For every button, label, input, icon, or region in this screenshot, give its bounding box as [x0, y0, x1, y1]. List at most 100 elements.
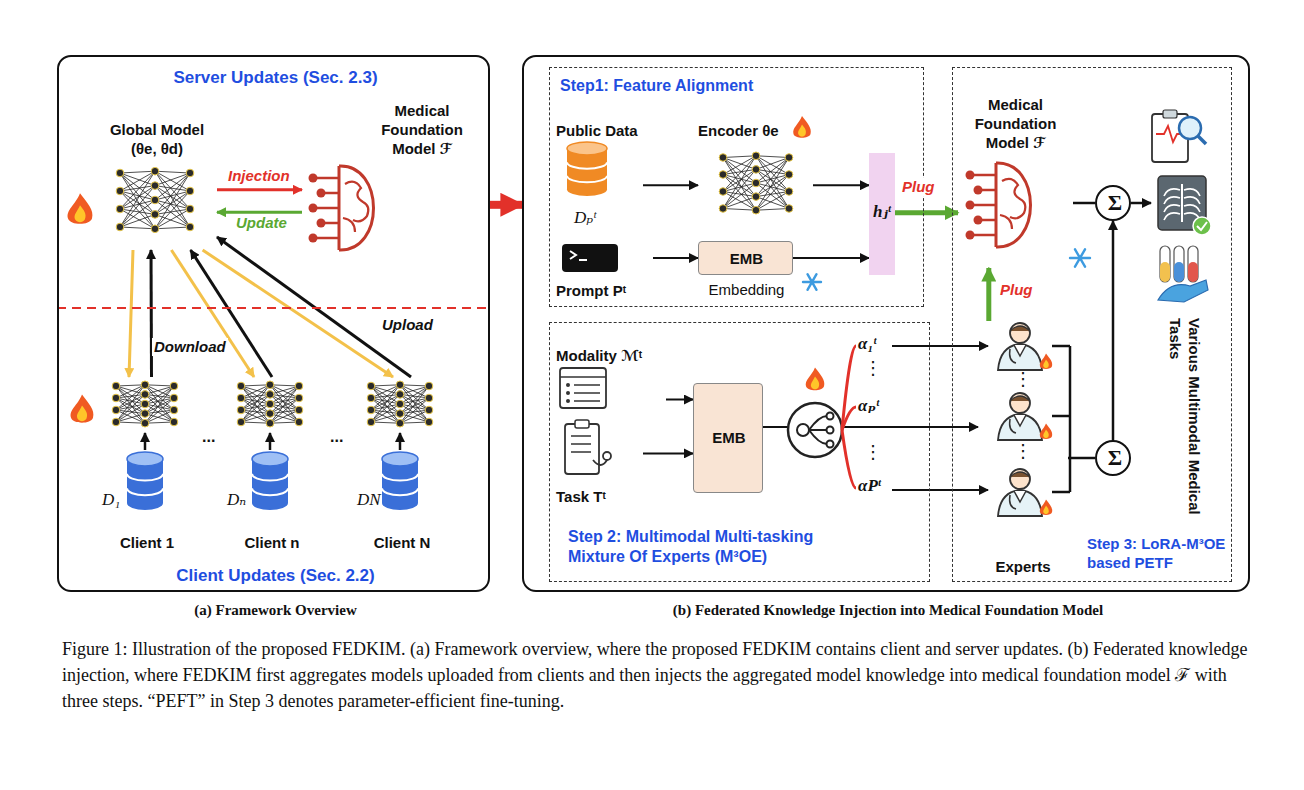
lab-tubes-icon [1158, 246, 1208, 302]
icon-part [567, 176, 607, 182]
icon-part [974, 186, 983, 195]
icon-part [237, 418, 245, 426]
icon-part [565, 424, 599, 474]
icon-part [593, 460, 607, 465]
icon-part [400, 386, 429, 414]
icon-part [808, 274, 817, 290]
icon-part [396, 381, 404, 389]
network-icon [719, 152, 793, 214]
icon-part [811, 376, 819, 389]
annotation: ⋮ [864, 442, 882, 463]
icon-part [241, 422, 270, 423]
client-node: DₙClient n [227, 377, 317, 557]
data-arrow [399, 433, 402, 450]
icon-part [793, 116, 811, 138]
icon-part [295, 382, 303, 390]
icon-part [151, 211, 159, 219]
icon-part [1174, 246, 1184, 282]
node-label: Medical Foundation Model ℱ [372, 101, 472, 158]
icon-part [1043, 430, 1049, 439]
connector [129, 250, 133, 377]
icon-part [719, 188, 727, 196]
annotation: ⋮ [864, 358, 882, 379]
gate-route [842, 346, 856, 430]
icon-part [1010, 495, 1016, 509]
icon-part [1010, 393, 1030, 413]
brain-icon [309, 166, 374, 250]
icon-part [574, 384, 600, 386]
icon-part [77, 406, 87, 422]
data-node: Public DataDₚᵗ [556, 121, 643, 241]
icon-part [1014, 345, 1026, 356]
icon-part [75, 205, 86, 222]
connector [1112, 221, 1115, 440]
icon-part [145, 410, 174, 423]
icon-part [425, 394, 433, 402]
icon-part [1184, 197, 1200, 204]
merge-bracket [1052, 415, 1070, 418]
icon-part [998, 490, 1042, 516]
icon-part [241, 394, 270, 422]
icon-part [270, 386, 299, 414]
step-box: Medical Foundation Model ℱExpertsΣΣVario… [952, 67, 1232, 582]
icon-part [827, 427, 834, 434]
icon-part [400, 410, 429, 423]
icon-part [170, 382, 178, 390]
icon-part [723, 169, 756, 208]
report-icon [1152, 110, 1206, 162]
icon-part [127, 452, 163, 466]
expert-icon [998, 323, 1042, 370]
icon-part [371, 404, 400, 422]
icon-part [120, 214, 155, 227]
icon-part [966, 171, 975, 180]
flame-icon [1040, 424, 1052, 439]
icon-part [237, 382, 245, 390]
icon-part [756, 169, 789, 191]
icon-part [1197, 222, 1207, 230]
icon-part [752, 166, 760, 174]
icon-part [1010, 396, 1030, 401]
node-label: Dₚᵗ [574, 207, 624, 228]
modality-icon [560, 368, 606, 408]
icon-part [396, 419, 404, 427]
node-label: Encoder θe [698, 121, 798, 140]
icon-part [756, 175, 789, 211]
node-label: D₁ [102, 489, 132, 510]
data-arrow [144, 433, 147, 450]
route-arrow [892, 489, 988, 491]
flame-icon [71, 395, 94, 423]
icon-part [112, 394, 120, 402]
icon-part [1010, 349, 1016, 363]
connector [986, 268, 991, 321]
icon-part [120, 171, 155, 173]
icon-part [1174, 262, 1184, 282]
gate-route [842, 430, 856, 488]
icon-part [996, 163, 1031, 247]
encoder-node: Encoder θe [698, 121, 813, 228]
icon-part [317, 219, 326, 228]
icon-part [974, 216, 983, 225]
icon-part [808, 274, 817, 290]
icon-part [367, 382, 375, 390]
icon-part [309, 174, 318, 183]
network-icon [116, 167, 194, 232]
icon-part [155, 171, 190, 209]
icon-part [752, 152, 760, 160]
icon-part [723, 156, 756, 158]
flame-icon [1040, 354, 1052, 369]
icon-part [186, 205, 194, 213]
icon-part [785, 171, 793, 179]
icon-part [1075, 249, 1085, 266]
icon-part [1160, 246, 1170, 282]
icon-part [723, 169, 756, 191]
icon-part [723, 156, 756, 209]
icon-part [396, 400, 404, 408]
icon-part [966, 201, 975, 210]
icon-part [998, 414, 1042, 440]
brain-icon [966, 163, 1031, 247]
icon-part [241, 385, 270, 422]
embedding-box: EMB [693, 383, 763, 493]
icon-part [186, 187, 194, 195]
icon-part [756, 209, 789, 211]
